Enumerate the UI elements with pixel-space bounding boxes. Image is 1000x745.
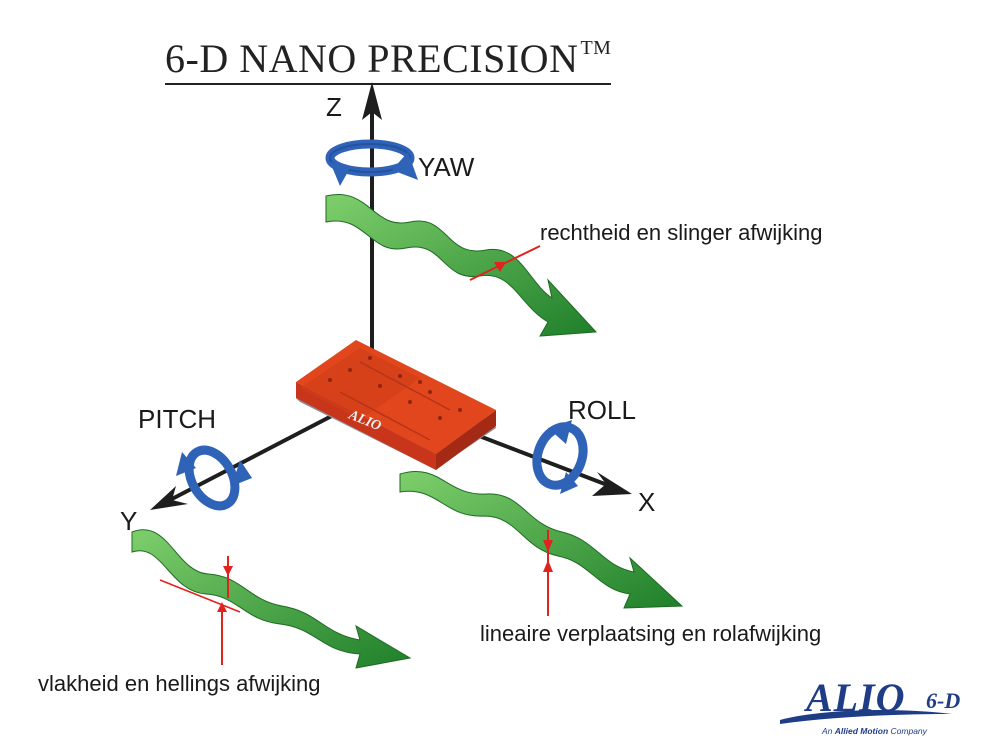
flatness-annotation: vlakheid en hellings afwijking — [38, 671, 321, 696]
linear-ribbon — [399, 471, 684, 609]
logo-tagline-brand: Allied Motion — [834, 726, 889, 736]
flatness-ribbon — [131, 529, 412, 669]
roll-rotation-icon — [532, 420, 588, 494]
swoosh-icon — [780, 710, 952, 724]
y-arrow-icon — [150, 486, 188, 510]
trademark-mark: TM — [580, 37, 612, 59]
title-text: 6-D NANO PRECISION — [165, 36, 579, 81]
x-axis-label: X — [638, 487, 656, 517]
pitch-label: PITCH — [138, 404, 216, 434]
yaw-label: YAW — [418, 152, 475, 182]
pitch-rotation-icon — [176, 445, 252, 511]
logo-tagline-suffix: Company — [890, 726, 927, 736]
logo-suffix: 6-D — [926, 688, 961, 713]
y-axis-label: Y — [120, 506, 138, 536]
z-arrow-icon — [362, 82, 382, 120]
z-axis-label: Z — [326, 92, 342, 122]
linear-marker — [543, 530, 553, 616]
roll-label: ROLL — [568, 395, 636, 425]
logo-tagline: An Allied Motion Company — [822, 727, 927, 736]
x-arrow-icon — [592, 472, 632, 496]
logo-tagline-prefix: An — [822, 726, 833, 736]
yaw-rotation-icon — [325, 139, 418, 186]
flatness-marker — [159, 556, 241, 665]
straightness-annotation: rechtheid en slinger afwijking — [540, 220, 823, 245]
linear-annotation: lineaire verplaatsing en rolafwijking — [480, 621, 822, 646]
z-axis — [362, 82, 382, 395]
alio-logo: ALIO 6-D An Allied Motion Company — [776, 678, 980, 740]
alio-stage: ALIO — [296, 340, 496, 470]
straightness-ribbon — [325, 194, 598, 337]
straightness-marker — [469, 245, 541, 281]
